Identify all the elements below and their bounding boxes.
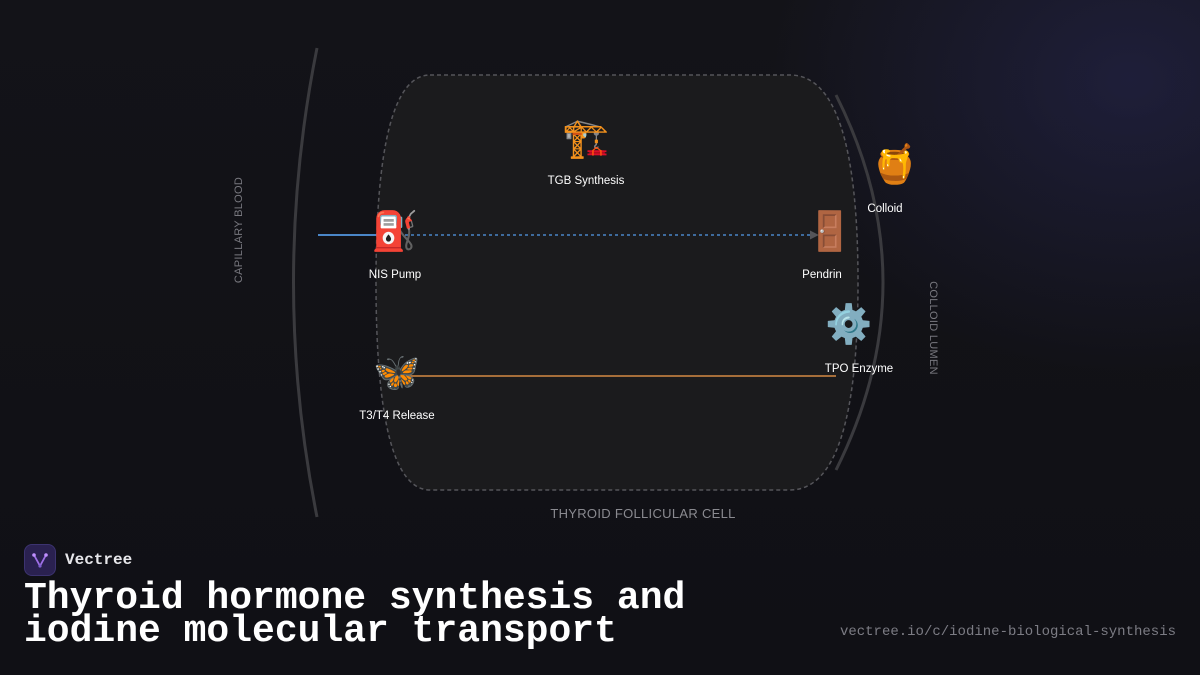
node-label-tgb: TGB Synthesis [548, 175, 625, 187]
vectree-logo-icon [24, 544, 56, 576]
node-label-t3t4: T3/T4 Release [359, 410, 434, 422]
node-label-nis: NIS Pump [369, 269, 421, 281]
gear-icon: ⚙️ [825, 302, 872, 346]
region-label-follicular-cell: THYROID FOLLICULAR CELL [550, 506, 735, 521]
region-label-capillary-blood: CAPILLARY BLOOD [233, 177, 245, 283]
door-icon: 🚪 [806, 209, 853, 253]
brand-name: Vectree [65, 551, 133, 569]
fuel-pump-icon: ⛽ [371, 209, 418, 253]
butterfly-icon: 🦋 [373, 350, 420, 394]
honey-pot-icon: 🍯 [871, 142, 918, 186]
node-label-pendrin: Pendrin [802, 269, 842, 281]
source-url[interactable]: vectree.io/c/iodine-biological-synthesis [839, 624, 1176, 640]
node-pendrin[interactable]: 🚪 Pendrin [802, 209, 853, 281]
node-nis-pump[interactable]: ⛽ NIS Pump [369, 209, 421, 281]
apical-membrane [834, 94, 885, 471]
node-colloid[interactable]: 🍯 Colloid [867, 142, 918, 215]
node-label-tpo: TPO Enzyme [825, 363, 893, 375]
node-t3t4-release[interactable]: 🦋 T3/T4 Release [359, 350, 434, 422]
brand: Vectree [24, 544, 132, 576]
region-label-colloid-lumen: COLLOID LUMEN [927, 281, 939, 375]
construction-crane-icon: 🏗️ [562, 116, 609, 160]
follicular-cell [375, 74, 859, 491]
node-tpo-enzyme[interactable]: ⚙️ TPO Enzyme [825, 302, 893, 375]
node-label-colloid: Colloid [867, 203, 902, 215]
page-title: Thyroid hormone synthesis and iodine mol… [24, 577, 686, 653]
node-tgb-synthesis[interactable]: 🏗️ TGB Synthesis [548, 116, 625, 187]
basolateral-membrane [292, 47, 319, 518]
